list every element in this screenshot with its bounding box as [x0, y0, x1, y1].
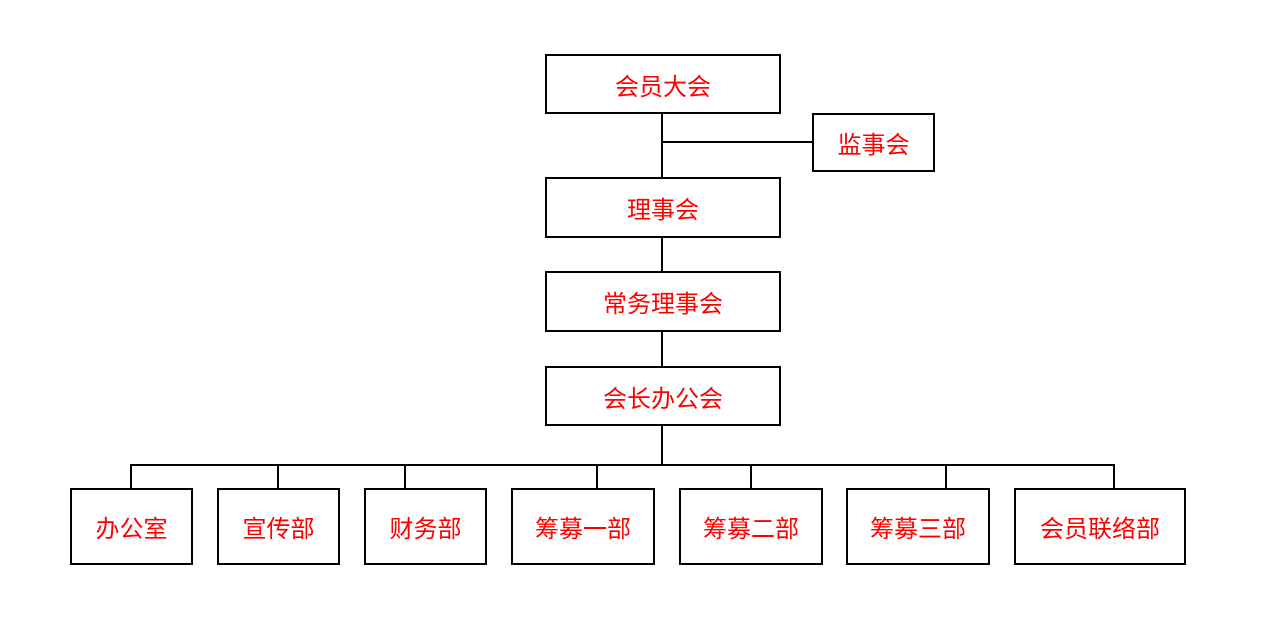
node-department-fundraising-2: 筹募二部	[679, 488, 823, 565]
connector-assembly-council	[661, 112, 663, 178]
connector-drop-3	[404, 464, 406, 489]
connector-drop-2	[277, 464, 279, 489]
node-department-finance: 财务部	[364, 488, 487, 565]
connector-council-standing	[661, 236, 663, 272]
node-department-fundraising-3: 筹募三部	[846, 488, 990, 565]
node-department-member-liaison: 会员联络部	[1014, 488, 1186, 565]
node-department-office: 办公室	[70, 488, 193, 565]
connector-standing-president	[661, 330, 663, 367]
connector-drop-4	[596, 464, 598, 489]
connector-drop-7	[1113, 464, 1115, 489]
node-standing-council: 常务理事会	[545, 271, 781, 332]
connector-president-bus	[661, 424, 663, 465]
connector-supervisory	[662, 141, 813, 143]
connector-department-bus	[130, 464, 1115, 466]
node-president-office-meeting: 会长办公会	[545, 366, 781, 426]
node-general-assembly: 会员大会	[545, 54, 781, 114]
node-department-fundraising-1: 筹募一部	[511, 488, 655, 565]
connector-drop-5	[750, 464, 752, 489]
connector-drop-1	[130, 464, 132, 489]
connector-drop-6	[945, 464, 947, 489]
node-supervisory-board: 监事会	[812, 113, 935, 172]
node-department-publicity: 宣传部	[217, 488, 340, 565]
node-council: 理事会	[545, 177, 781, 238]
